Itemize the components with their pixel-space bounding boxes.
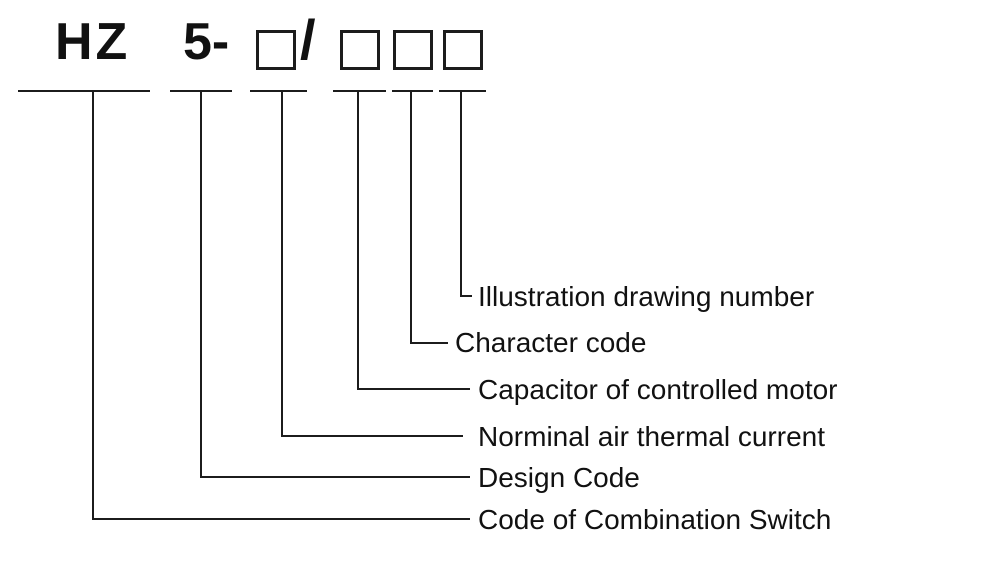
underline-drawing-number — [439, 90, 486, 92]
underline-prefix — [18, 90, 150, 92]
leader-vline-design-code — [200, 90, 202, 478]
code-slash: / — [300, 8, 316, 71]
annotation-character-code: Character code — [455, 327, 647, 358]
code-box-drawing-number — [443, 30, 483, 70]
underline-capacitor — [333, 90, 386, 92]
leader-vline-thermal-current — [281, 90, 283, 437]
annotation-design-code: Design Code — [478, 462, 640, 493]
code-box-character — [393, 30, 433, 70]
code-box-capacitor — [340, 30, 380, 70]
leader-vline-combination-switch — [92, 90, 94, 520]
annotation-code-of-combination-switch: Code of Combination Switch — [478, 504, 832, 535]
leader-hline-design-code — [200, 476, 470, 478]
underline-thermal-current — [250, 90, 307, 92]
leader-hline-character-code — [410, 342, 448, 344]
code-prefix: HZ — [55, 13, 131, 71]
code-box-thermal-current — [256, 30, 296, 70]
annotation-capacitor-controlled-motor: Capacitor of controlled motor — [478, 374, 838, 405]
leader-hline-thermal-current — [281, 435, 463, 437]
leader-vline-capacitor — [357, 90, 359, 390]
underline-character — [392, 90, 433, 92]
code-design-number: 5- — [183, 13, 230, 71]
leader-vline-character-code — [410, 90, 412, 344]
leader-hline-capacitor — [357, 388, 470, 390]
annotation-norminal-air-thermal-current: Norminal air thermal current — [478, 421, 825, 452]
leader-hline-drawing-number — [460, 295, 472, 297]
leader-vline-drawing-number — [460, 90, 462, 297]
leader-hline-combination-switch — [92, 518, 470, 520]
annotation-illustration-drawing-number: Illustration drawing number — [478, 281, 815, 312]
